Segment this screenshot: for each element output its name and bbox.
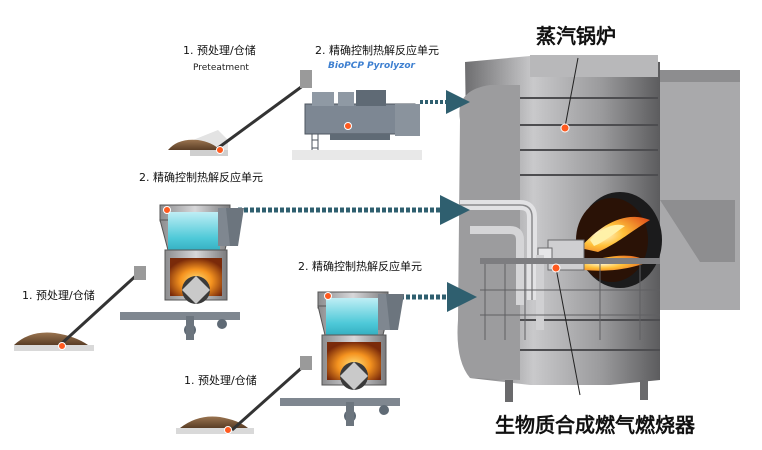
label-reactor-low: 2. 精确控制热解反应单元 bbox=[298, 260, 422, 273]
marker-reactor-top bbox=[344, 122, 352, 130]
marker-boiler bbox=[560, 123, 570, 133]
label-boiler: 蒸汽锅炉 bbox=[536, 24, 616, 48]
reactor-top bbox=[292, 90, 422, 160]
label-pretreat-top-en: Preteatment bbox=[193, 63, 249, 73]
marker-pretreat-top bbox=[216, 146, 224, 154]
label-reactor-top-en: BioPCP Pyrolyzor bbox=[328, 61, 415, 71]
marker-burner bbox=[551, 263, 561, 273]
reactor-mid bbox=[120, 204, 244, 340]
marker-pretreat-low bbox=[224, 426, 232, 434]
pretreat-left bbox=[14, 266, 146, 351]
pretreat-top bbox=[168, 70, 312, 156]
label-pretreat-low: 1. 预处理/仓储 bbox=[184, 374, 257, 387]
label-reactor-mid: 2. 精确控制热解反应单元 bbox=[139, 171, 263, 184]
marker-reactor-low bbox=[324, 292, 332, 300]
label-pretreat-top: 1. 预处理/仓储 bbox=[183, 44, 256, 57]
gas-flow-lines bbox=[238, 90, 477, 312]
reactor-low bbox=[280, 291, 404, 426]
label-reactor-top: 2. 精确控制热解反应单元 bbox=[315, 44, 439, 57]
pretreat-low bbox=[176, 356, 312, 434]
steam-boiler bbox=[457, 55, 740, 402]
leader-lines bbox=[555, 57, 581, 396]
marker-pretreat-left bbox=[58, 342, 66, 350]
label-burner: 生物质合成燃气燃烧器 bbox=[495, 413, 695, 437]
marker-reactor-mid bbox=[163, 206, 171, 214]
location-markers bbox=[58, 122, 570, 434]
label-pretreat-left: 1. 预处理/仓储 bbox=[22, 289, 95, 302]
